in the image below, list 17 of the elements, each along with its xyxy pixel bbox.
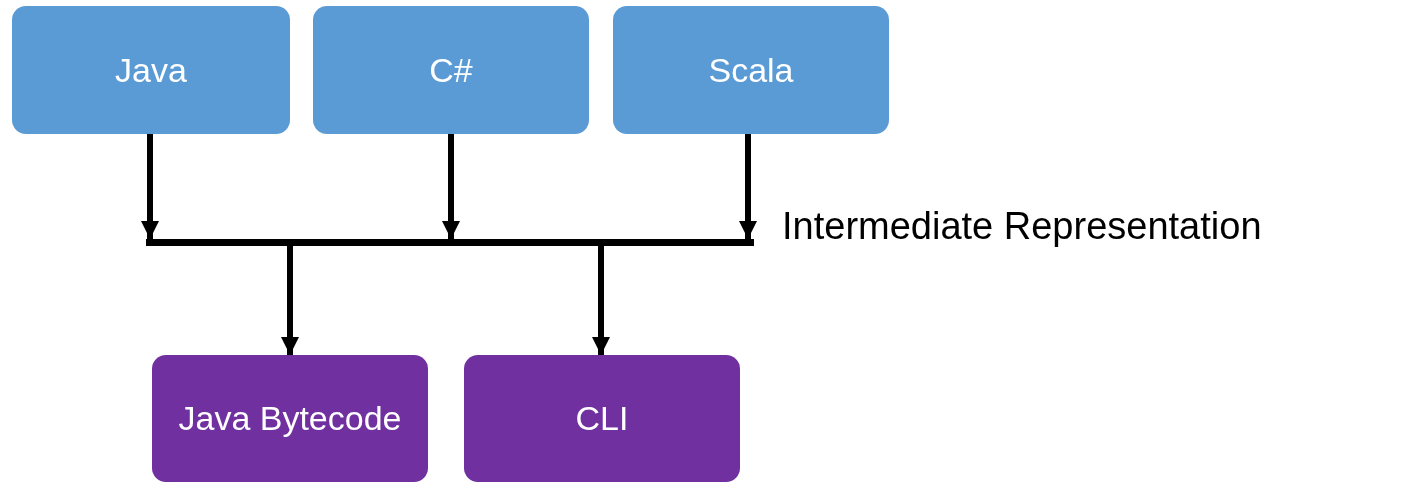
process-box	[313, 6, 589, 134]
process-box	[613, 6, 889, 134]
box-label: Java	[114, 49, 188, 91]
process-box	[464, 355, 740, 482]
box-label: C#	[428, 49, 474, 91]
arrow	[739, 134, 757, 239]
bar	[146, 239, 754, 246]
arrow	[141, 134, 159, 239]
box-label: CLI	[574, 398, 630, 440]
bar-label: Intermediate Representation	[782, 205, 1262, 248]
box-label: Java Bytecode	[177, 398, 403, 440]
process-box	[152, 355, 428, 482]
arrow	[442, 134, 460, 239]
process-box	[12, 6, 290, 134]
arrow	[281, 246, 299, 355]
arrow	[592, 246, 610, 355]
box-label: Scala	[707, 49, 795, 91]
